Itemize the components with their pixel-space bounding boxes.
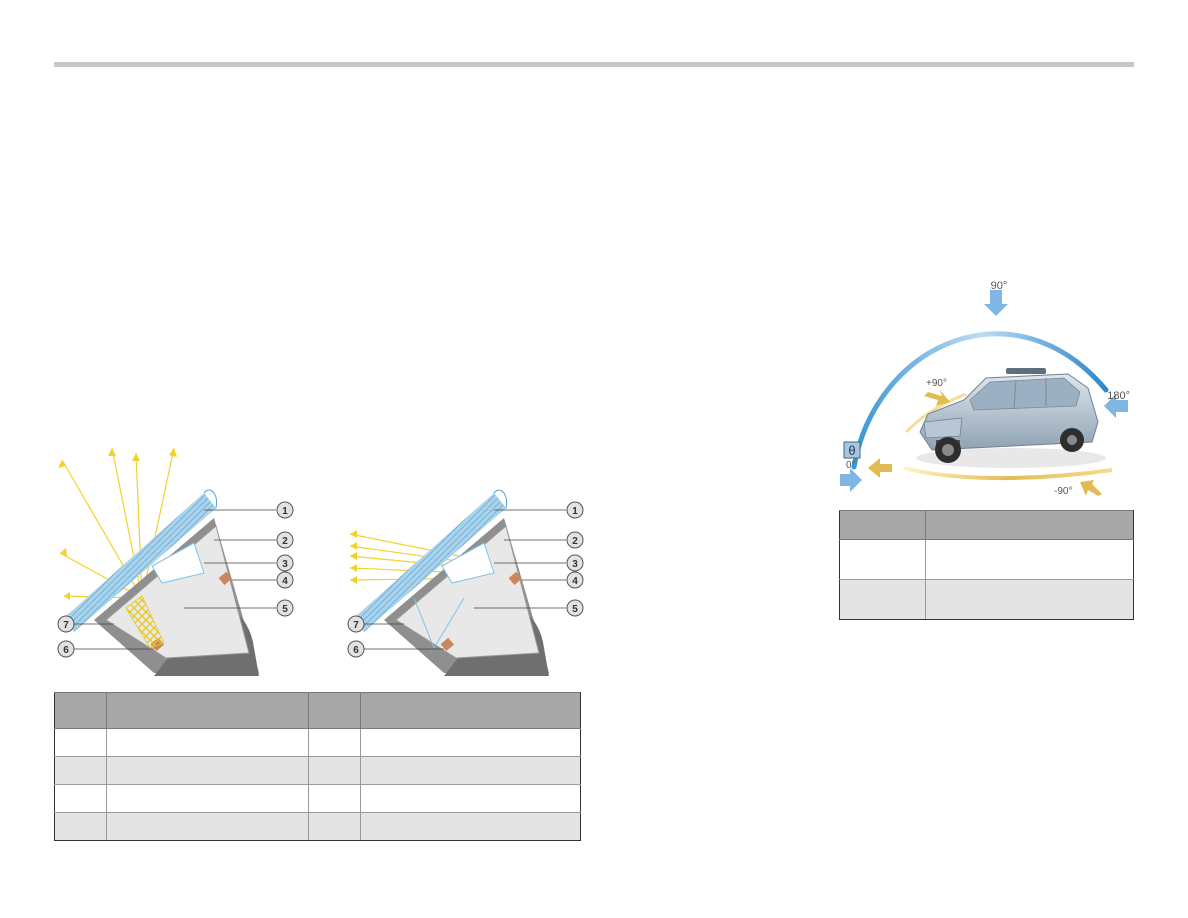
callout-2-left: 2 bbox=[276, 531, 294, 549]
callout-6-left: 6 bbox=[57, 640, 75, 658]
svg-text:2: 2 bbox=[572, 536, 578, 547]
callout-1-left: 1 bbox=[276, 501, 294, 519]
theta-symbol: θ bbox=[848, 443, 855, 458]
svg-text:7: 7 bbox=[63, 620, 69, 631]
zero-gold-arrow-icon bbox=[868, 458, 892, 478]
top-arrow-icon bbox=[984, 290, 1008, 316]
svg-text:3: 3 bbox=[572, 559, 578, 570]
table-row bbox=[54, 756, 581, 785]
callout-4-right: 4 bbox=[566, 571, 584, 589]
svg-text:4: 4 bbox=[282, 576, 288, 587]
svg-text:7: 7 bbox=[353, 620, 359, 631]
svg-text:1: 1 bbox=[572, 506, 578, 517]
sun-angle-diagram: 90° 180° θ 0° +90° -90° bbox=[840, 280, 1130, 497]
callout-6-right: 6 bbox=[347, 640, 365, 658]
svg-text:5: 5 bbox=[572, 604, 578, 615]
legend-header-row bbox=[54, 692, 581, 729]
label-right-angle: 180° bbox=[1107, 390, 1130, 402]
svg-text:1: 1 bbox=[282, 506, 288, 517]
callout-3-right: 3 bbox=[566, 554, 584, 572]
page-top-rule bbox=[54, 62, 1134, 67]
table-row bbox=[839, 579, 1134, 620]
vehicle-image bbox=[916, 368, 1106, 468]
sensor-legend-table bbox=[54, 692, 581, 841]
callout-3-left: 3 bbox=[276, 554, 294, 572]
svg-text:4: 4 bbox=[572, 576, 578, 587]
callout-7-left: 7 bbox=[57, 615, 75, 633]
table-row bbox=[839, 539, 1134, 580]
svg-text:6: 6 bbox=[63, 645, 69, 656]
callout-7-right: 7 bbox=[347, 615, 365, 633]
label-plus-angle: +90° bbox=[926, 378, 947, 389]
left-arrow-icon bbox=[840, 468, 862, 492]
table-row bbox=[54, 784, 581, 813]
sensor-wet-scene bbox=[349, 489, 566, 676]
label-top-angle: 90° bbox=[991, 280, 1008, 292]
table-row bbox=[54, 728, 581, 757]
table-row bbox=[54, 812, 581, 841]
callout-4-left: 4 bbox=[276, 571, 294, 589]
minus-arrow-icon bbox=[1080, 480, 1102, 496]
svg-text:6: 6 bbox=[353, 645, 359, 656]
callout-2-right: 2 bbox=[566, 531, 584, 549]
callout-5-right: 5 bbox=[566, 599, 584, 617]
label-minus-angle: -90° bbox=[1054, 486, 1072, 497]
rain-light-sensor-diagram: 1 2 3 4 5 6 7 1 2 3 4 5 6 7 bbox=[57, 448, 584, 676]
right-arrow-icon bbox=[1104, 394, 1128, 418]
plus-arrow-icon bbox=[924, 390, 950, 406]
svg-text:3: 3 bbox=[282, 559, 288, 570]
svg-text:5: 5 bbox=[282, 604, 288, 615]
svg-text:2: 2 bbox=[282, 536, 288, 547]
callout-1-right: 1 bbox=[566, 501, 584, 519]
callout-5-left: 5 bbox=[276, 599, 294, 617]
angle-legend-table bbox=[839, 510, 1134, 620]
label-zero-angle: 0° bbox=[846, 460, 856, 471]
sensor-dry-scene bbox=[58, 448, 276, 676]
legend-header-row bbox=[839, 510, 1134, 540]
